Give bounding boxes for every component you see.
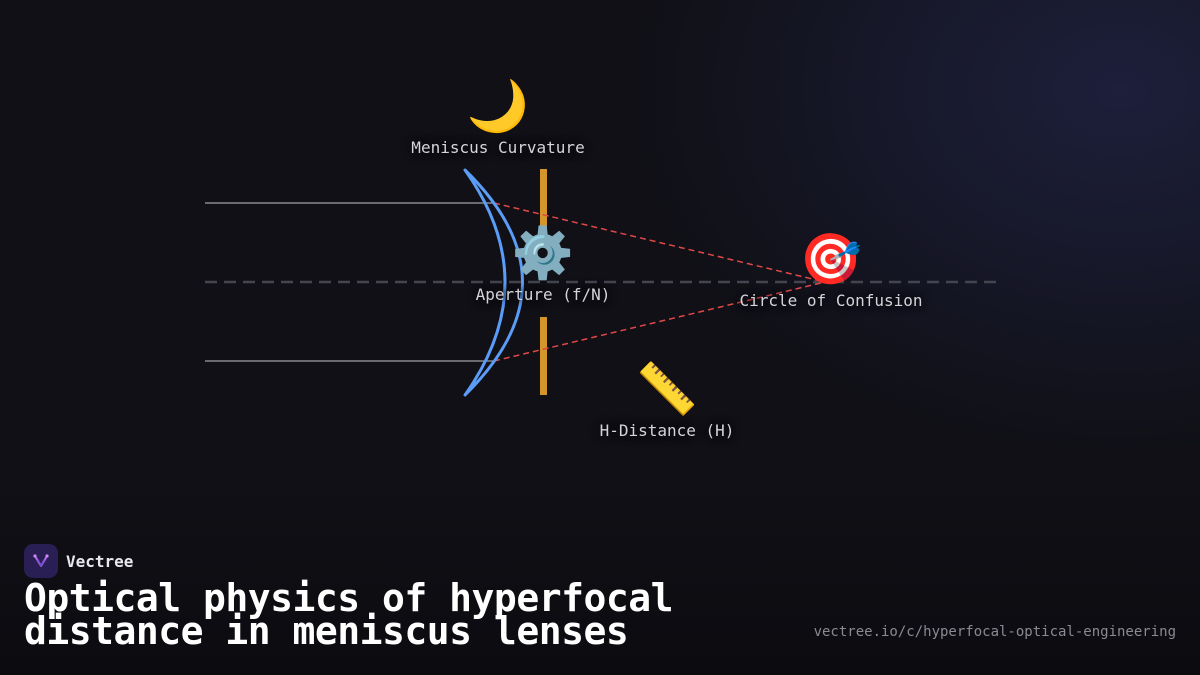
ruler-icon: 📏 xyxy=(635,360,699,418)
aperture-stop-bottom xyxy=(540,317,547,395)
vectree-logo-icon xyxy=(24,544,58,578)
gear-icon: ⚙️ xyxy=(511,224,575,282)
brand-name: Vectree xyxy=(66,551,134,571)
meniscus-label: Meniscus Curvature xyxy=(411,138,585,157)
aperture-stop-top xyxy=(540,169,547,229)
coc-node: 🎯 Circle of Confusion xyxy=(739,231,922,310)
meniscus-node: 🌙 Meniscus Curvature xyxy=(411,78,584,157)
aperture-label: Aperture (f/N) xyxy=(475,285,611,304)
source-url[interactable]: vectree.io/c/hyperfocal-optical-engineer… xyxy=(813,624,1176,640)
aperture-node: ⚙️ Aperture (f/N) xyxy=(476,225,611,304)
coc-label: Circle of Confusion xyxy=(739,291,923,310)
target-icon: 🎯 xyxy=(799,230,863,288)
page-title: Optical physics of hyperfocal distance i… xyxy=(24,576,673,653)
brand: Vectree xyxy=(24,544,133,578)
hdistance-label: H-Distance (H) xyxy=(599,421,735,440)
hdistance-node: 📏 H-Distance (H) xyxy=(600,361,735,440)
converging-ray-top xyxy=(493,202,826,283)
crescent-moon-icon: 🌙 xyxy=(466,77,530,135)
converging-ray-bottom xyxy=(493,281,826,362)
meniscus-lens xyxy=(463,168,524,397)
